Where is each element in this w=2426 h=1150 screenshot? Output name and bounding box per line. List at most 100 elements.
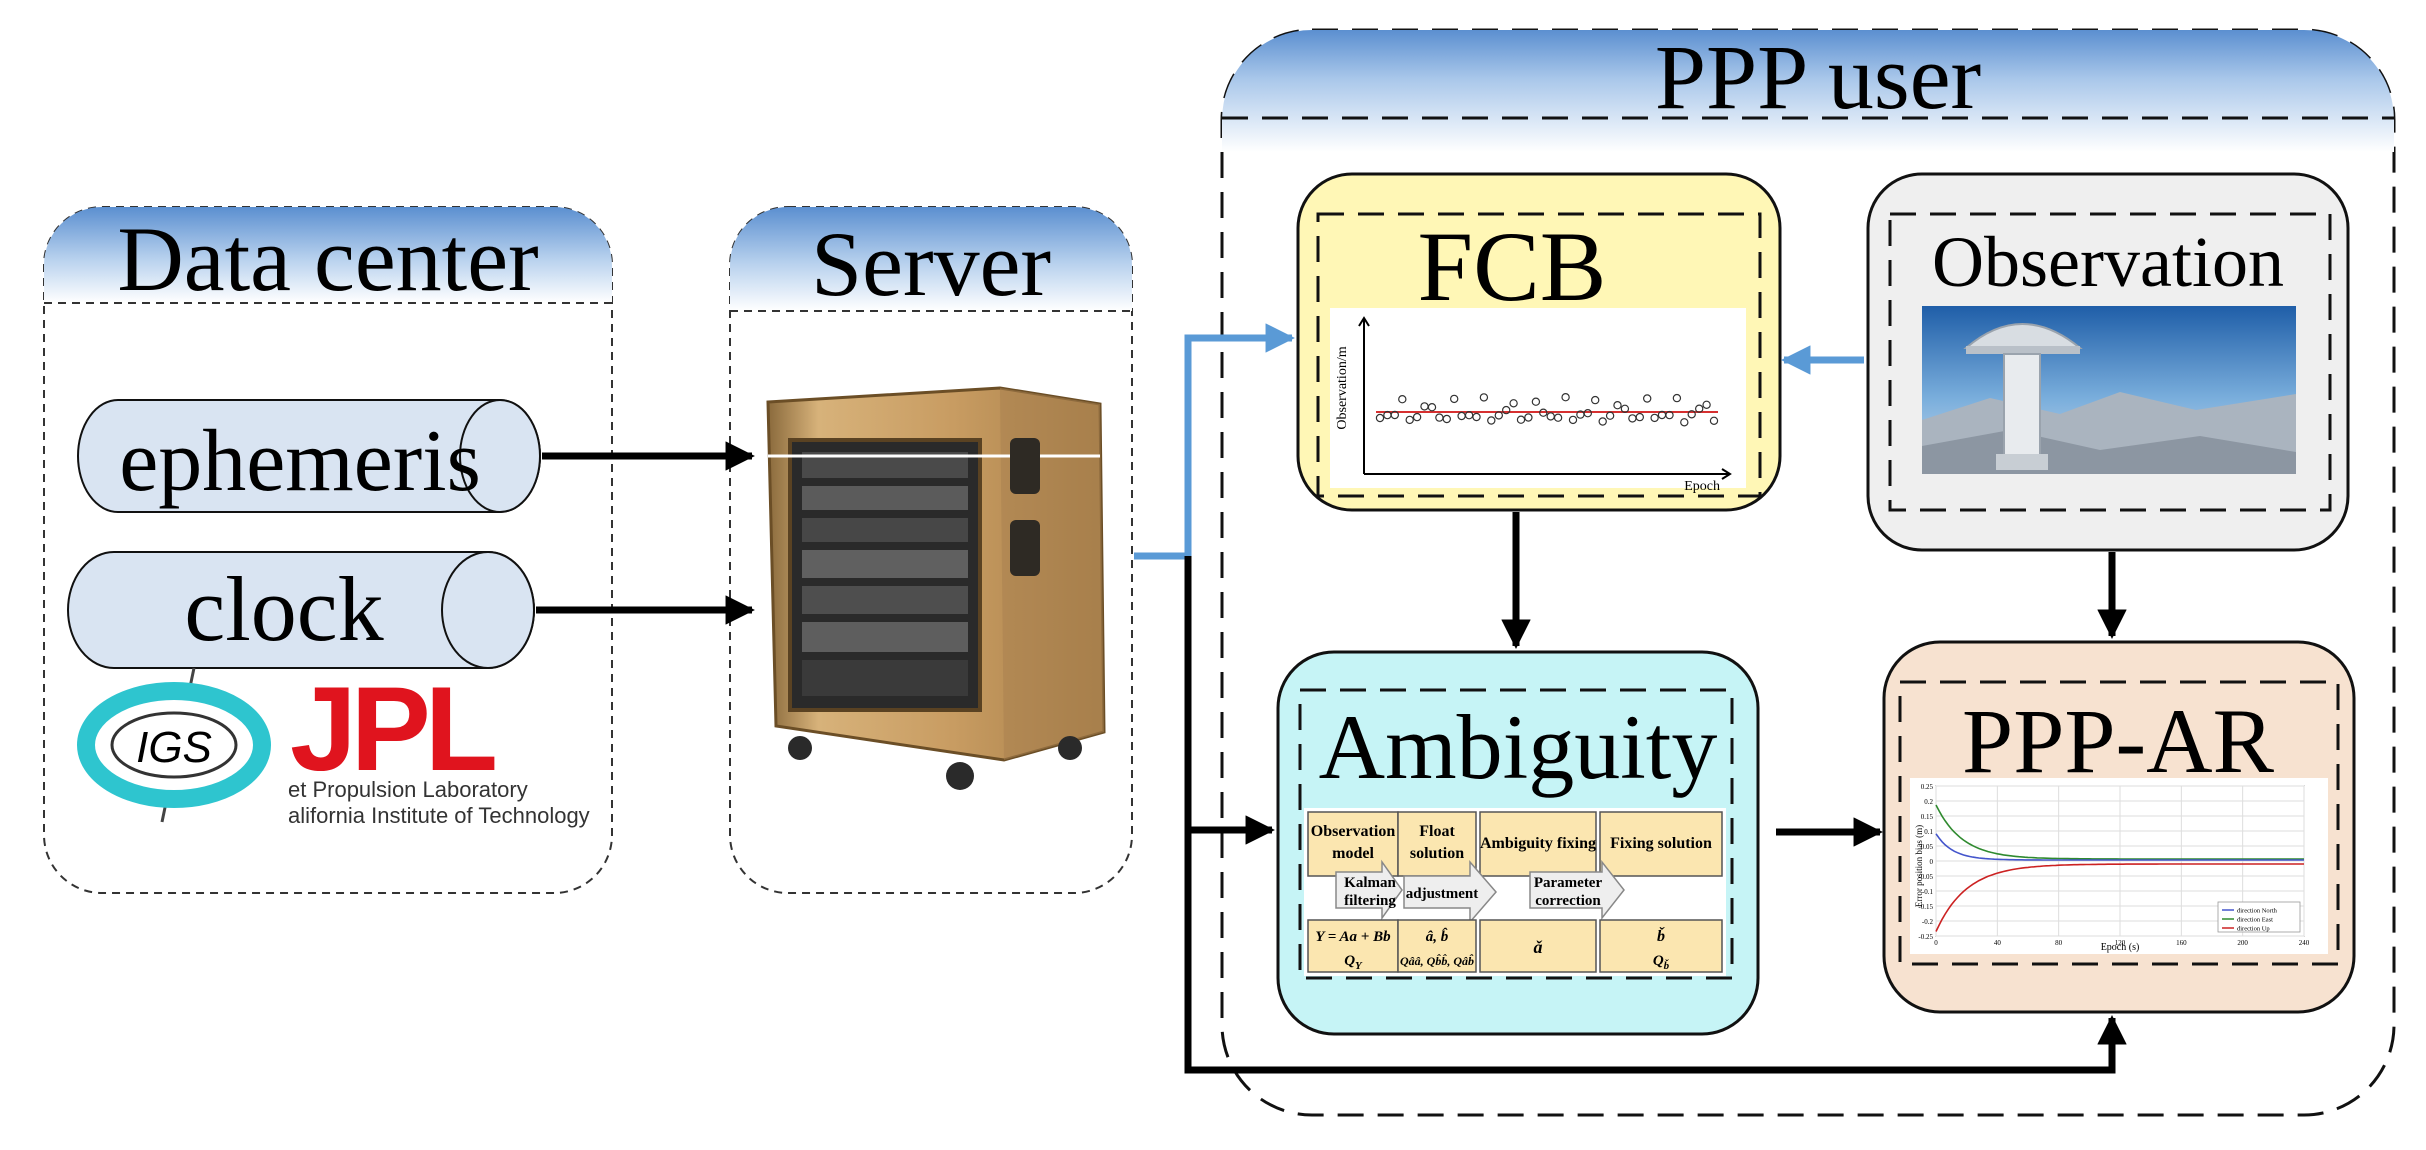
- step-fixing-solution: [1599, 811, 1723, 877]
- ppp-legend-label: direction North: [2237, 908, 2278, 915]
- ppp-legend-label: direction East: [2237, 917, 2273, 924]
- fcb-point: [1680, 418, 1689, 427]
- connectors: [536, 323, 2127, 1074]
- fcb-point: [1524, 413, 1533, 422]
- formula-fixed-q: Qb̌: [1653, 953, 1670, 972]
- ppp-ytick-label: 0.05: [1921, 843, 1934, 851]
- ppp-ar-plot-ylabel: Error position bias (m): [1914, 825, 1924, 907]
- fcb-point: [1561, 393, 1570, 402]
- ppp-ytick-label: -0.2: [1922, 918, 1934, 926]
- fcb-point: [1709, 416, 1719, 425]
- ppp-legend-box: [2217, 901, 2301, 933]
- ppp-xtick-label: 200: [2237, 939, 2248, 947]
- step-kalman-l1: Kalman: [1344, 875, 1396, 891]
- step-adjustment-label: adjustment: [1406, 886, 1479, 902]
- step-fixing-solution-label: Fixing solution: [1610, 835, 1712, 852]
- formula-model-eq: Y = Aa + Bb: [1315, 929, 1391, 945]
- fcb-y-arrowhead: [1358, 316, 1370, 327]
- formula-float-est: â, b̂: [1426, 927, 1449, 945]
- fcb-point: [1464, 411, 1474, 420]
- fcb-point: [1665, 410, 1674, 420]
- ppp-legend-label: direction Up: [2237, 926, 2270, 933]
- step-observation-model-l2: model: [1332, 845, 1374, 862]
- ppp-ytick-label: 0.2: [1924, 798, 1933, 806]
- fcb-point: [1605, 411, 1615, 420]
- fcb-point: [1509, 399, 1518, 408]
- clock-cylinder: clock: [67, 551, 535, 669]
- fcb-point: [1702, 400, 1711, 409]
- fcb-point: [1427, 403, 1437, 412]
- formula-model: [1307, 919, 1399, 973]
- fcb-point: [1494, 411, 1504, 420]
- fcb-plot-xlabel: Epoch: [1684, 479, 1720, 494]
- fcb-point: [1590, 395, 1600, 405]
- observation-box: Observation: [1866, 172, 2350, 552]
- arrow-adjustment: [1403, 859, 1497, 925]
- ppp-xtick-label: 80: [2055, 939, 2063, 947]
- fcb-plot-ylabel: Observation/m: [1335, 346, 1350, 429]
- observation-title: Observation: [1932, 222, 2284, 302]
- ppp-xtick-label: 0: [1934, 939, 1938, 947]
- step-kalman-l2: filtering: [1344, 893, 1396, 909]
- ppp-xtick-label: 120: [2115, 939, 2126, 947]
- step-observation-model-l1: Observation: [1311, 823, 1396, 840]
- fcb-point: [1412, 412, 1422, 422]
- fcb-point: [1539, 408, 1548, 417]
- ppp-ar-title: PPP-AR: [1962, 690, 2275, 792]
- ephemeris-label: ephemeris: [119, 413, 481, 510]
- igs-logo: IGS: [77, 667, 271, 823]
- fcb-point: [1375, 413, 1385, 423]
- step-float-solution-l2: solution: [1410, 845, 1464, 862]
- fcb-point: [1390, 410, 1400, 420]
- fcb-title: FCB: [1417, 211, 1606, 322]
- server-rack-image: [766, 386, 1106, 790]
- ppp-ytick-label: -0.1: [1922, 888, 1934, 896]
- fcb-point: [1635, 412, 1645, 422]
- ppp-user-title: PPP user: [1655, 26, 1981, 128]
- ppp-series-north: [1935, 833, 2304, 861]
- formula-fixed-a-text: ǎ: [1534, 937, 1543, 957]
- ephemeris-cylinder: ephemeris: [77, 399, 541, 513]
- ppp-xtick-label: 40: [1994, 939, 2002, 947]
- jpl-logo-text: JPL: [290, 662, 495, 796]
- server-group: Server: [729, 206, 1133, 894]
- formula-fixed-b: [1599, 919, 1723, 973]
- step-ambiguity-fixing-label: Ambiguity fixing: [1480, 835, 1596, 852]
- fcb-point: [1405, 415, 1414, 425]
- step-float-solution-l1: Float: [1419, 823, 1455, 840]
- formula-model-q: QY: [1344, 953, 1363, 972]
- fcb-box: FCB Observation/m Epoch: [1296, 172, 1782, 512]
- ppp-ytick-label: 0: [1930, 858, 1934, 866]
- step-float-solution: [1397, 811, 1477, 877]
- formula-float-q: Qââ, Qb̂b̂, Qâb̂: [1400, 954, 1474, 968]
- fcb-point: [1553, 413, 1563, 422]
- ppp-series-east: [1935, 804, 2304, 860]
- fcb-point: [1642, 394, 1652, 403]
- step-parameter-correction-l1: Parameter: [1534, 875, 1603, 891]
- ambiguity-title: Ambiguity: [1319, 696, 1718, 798]
- fcb-plot: Observation/m Epoch: [1335, 316, 1732, 494]
- clock-label: clock: [184, 558, 383, 660]
- ppp-ytick-label: -0.15: [1918, 903, 1933, 911]
- ppp-xtick-label: 160: [2176, 939, 2187, 947]
- fcb-point: [1398, 395, 1407, 404]
- data-center-group: Data center ephemeris clock IGS JPL et P…: [43, 206, 613, 894]
- fcb-point: [1516, 415, 1526, 424]
- ppp-ytick-label: 0.15: [1921, 813, 1934, 821]
- igs-logo-text: IGS: [136, 723, 212, 772]
- fcb-point: [1694, 404, 1704, 413]
- ambiguity-flowchart: Observation model Float solution Ambigui…: [1304, 808, 1726, 976]
- ppp-ar-box: PPP-AR Error position bias (m) Epoch (s)…: [1882, 640, 2356, 1014]
- fcb-point: [1583, 409, 1593, 418]
- fcb-point: [1620, 404, 1630, 413]
- fcb-point: [1672, 393, 1682, 403]
- fcb-point: [1472, 412, 1481, 422]
- fcb-point: [1442, 414, 1452, 424]
- arrow-kalman: [1335, 859, 1403, 921]
- fcb-point: [1501, 405, 1511, 415]
- arrow-parameter-correction: [1529, 859, 1625, 921]
- jpl-logo: JPL et Propulsion Laboratory alifornia I…: [288, 662, 590, 828]
- server-title: Server: [811, 213, 1051, 315]
- jpl-line2: alifornia Institute of Technology: [288, 803, 590, 828]
